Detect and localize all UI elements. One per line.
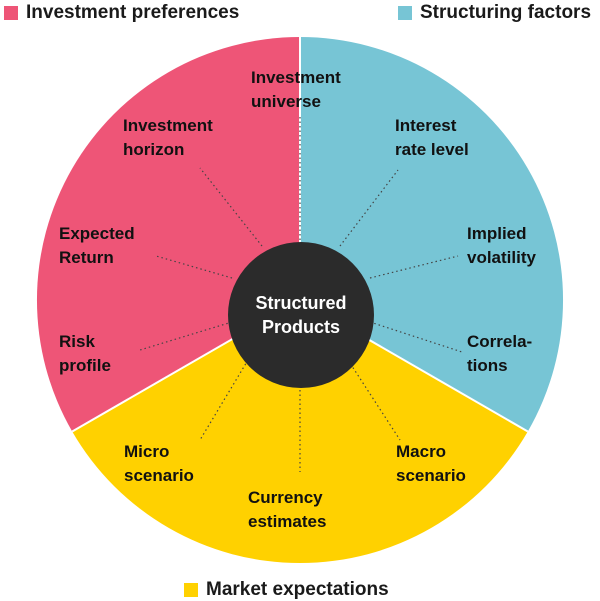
connector-implied-volatility — [369, 255, 459, 279]
label-micro-scenario: Micro scenario — [124, 442, 194, 485]
center-label: Structured Products — [255, 293, 347, 337]
label-expected-return: Expected Return — [59, 224, 135, 267]
legend-swatch-yellow — [184, 583, 198, 597]
center-hub: Structured Products — [228, 242, 374, 388]
legend-swatch-blue — [398, 6, 412, 20]
label-macro-scenario: Macro scenario — [396, 442, 466, 485]
legend-structuring-factors: Structuring factors — [398, 2, 591, 24]
label-investment-universe: Investment universe — [251, 68, 341, 111]
label-implied-volatility: Implied volatility — [467, 224, 536, 267]
connector-micro-scenario — [199, 359, 249, 441]
label-investment-horizon: Investment horizon — [123, 116, 213, 159]
legend-label: Market expectations — [206, 579, 389, 600]
connector-investment-horizon — [199, 167, 263, 247]
label-currency-estimates: Currency estimates — [248, 488, 327, 531]
label-correlations: Correla- tions — [467, 332, 533, 375]
legend-label: Investment preferences — [26, 2, 240, 23]
legend-market-expectations: Market expectations — [184, 579, 389, 601]
label-risk-profile: Risk profile — [59, 332, 111, 375]
legend-swatch-pink — [4, 6, 18, 20]
legend-investment-preferences: Investment preferences — [4, 2, 239, 24]
label-interest-rate-level: Interest rate level — [395, 116, 469, 159]
legend-label: Structuring factors — [420, 2, 592, 23]
